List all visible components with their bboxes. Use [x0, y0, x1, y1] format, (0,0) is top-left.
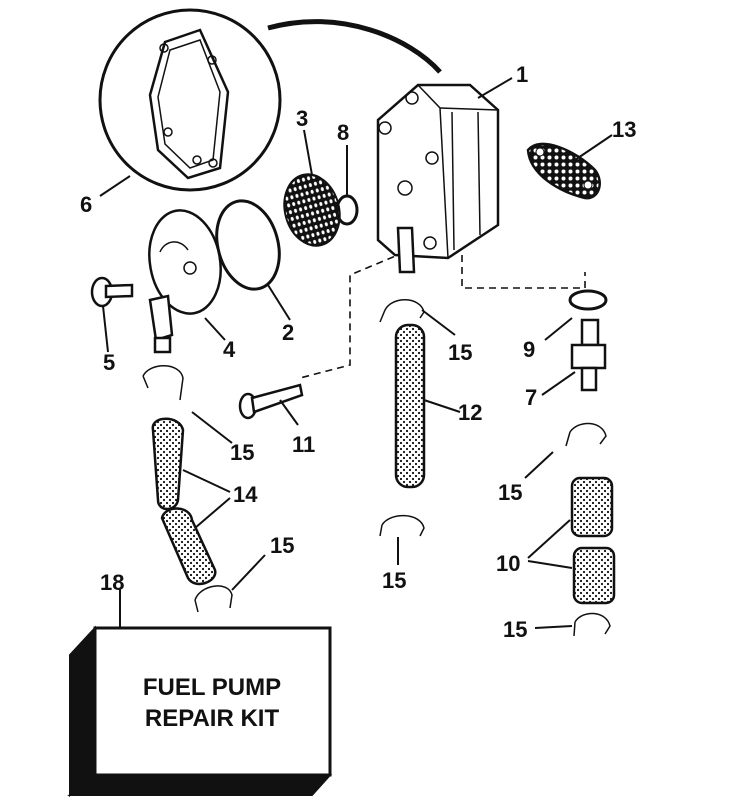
- callout-10: 10: [496, 551, 520, 576]
- o-ring-8: [335, 194, 359, 226]
- callout-9: 9: [523, 337, 535, 362]
- callout-3: 3: [296, 106, 308, 131]
- o-ring-9: [568, 289, 608, 311]
- screw-5: [90, 276, 134, 308]
- leader-lines: [99, 77, 613, 629]
- callout-15-c: 15: [498, 480, 522, 505]
- kit-label-line-1: FUEL PUMP: [143, 674, 281, 701]
- repair-kit-box-18: FUEL PUMP REPAIR KIT: [67, 625, 333, 798]
- hose-clamps-15: [142, 299, 611, 637]
- callout-4: 4: [223, 337, 236, 362]
- callout-15-a: 15: [448, 340, 472, 365]
- callout-18: 18: [100, 570, 124, 595]
- kit-label-line-2: REPAIR KIT: [145, 705, 280, 732]
- screw-11: [238, 383, 304, 420]
- callout-15-b: 15: [230, 440, 254, 465]
- fuel-hose-14: [151, 417, 217, 586]
- fuel-hose-12: [394, 323, 426, 489]
- pump-cover-4: [148, 209, 222, 354]
- pump-body-1: [376, 83, 500, 274]
- callout-13: 13: [612, 117, 636, 142]
- callout-1: 1: [516, 62, 528, 87]
- callout-5: 5: [103, 350, 115, 375]
- callout-7: 7: [525, 385, 537, 410]
- assembly-lines: [299, 251, 586, 379]
- callout-2: 2: [282, 320, 294, 345]
- gasket-detail-magnifier: [98, 8, 442, 192]
- filter-element-10: [570, 476, 616, 605]
- gasket-plate-13: [526, 142, 601, 200]
- callout-12: 12: [458, 400, 482, 425]
- gasket-6: [148, 28, 230, 180]
- callout-11: 11: [292, 432, 315, 457]
- callout-8: 8: [337, 120, 349, 145]
- callout-15-d: 15: [270, 533, 294, 558]
- callout-6: 6: [80, 192, 92, 217]
- callout-numbers: 1 2 3 4 5 6 7 8 9 10 11 12 13 14 15 15 1…: [80, 62, 636, 642]
- fitting-7: [570, 318, 607, 392]
- callout-14: 14: [233, 482, 258, 507]
- callout-15-e: 15: [382, 568, 406, 593]
- callout-15-f: 15: [503, 617, 527, 642]
